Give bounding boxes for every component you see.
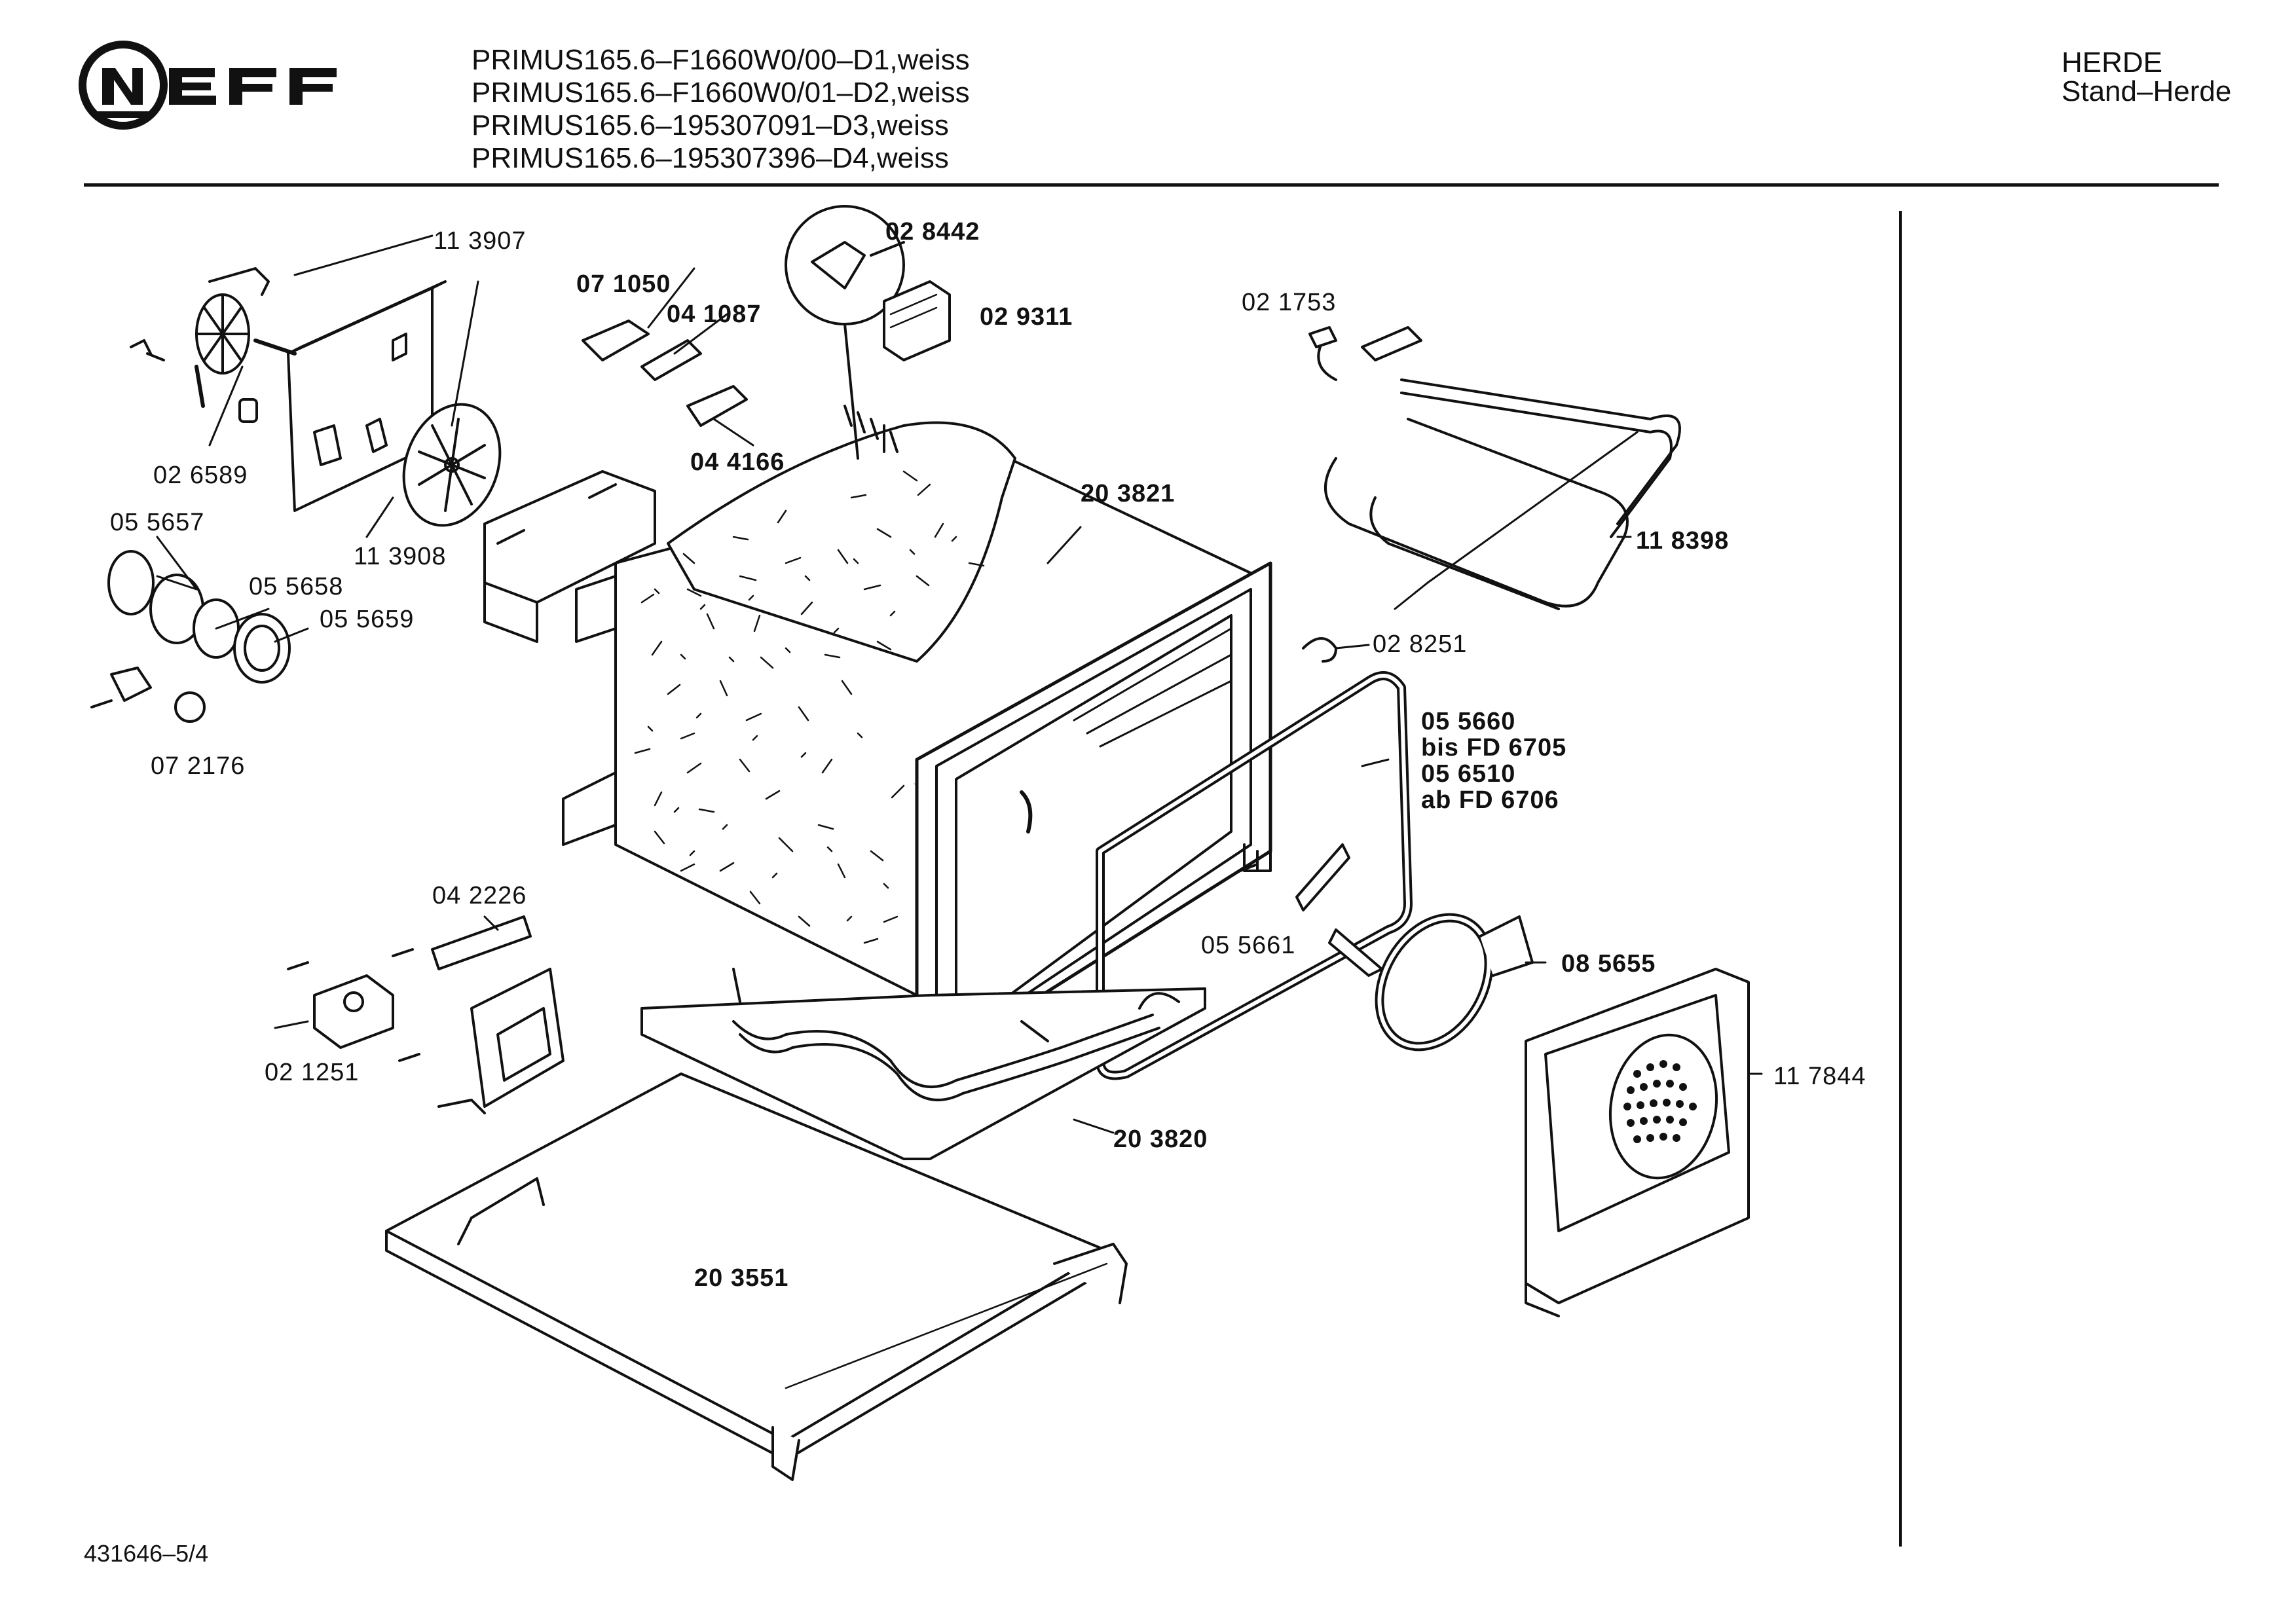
cavity-brackets — [562, 405, 898, 846]
part-028442: 02 8442 — [885, 218, 980, 246]
model-line-3: PRIMUS165.6–195307091–D3,weiss — [472, 109, 949, 141]
part-055660: 05 5660 — [1421, 708, 1516, 735]
thermostat-inset — [785, 205, 905, 460]
leader-lines — [156, 234, 1763, 1134]
part-041087: 04 1087 — [667, 301, 762, 328]
clip-part — [1302, 637, 1337, 663]
category-sublabel: Stand–Herde — [2062, 75, 2232, 107]
bracket-plate — [483, 470, 656, 643]
part-044166: 04 4166 — [690, 449, 785, 476]
part-021753: 02 1753 — [1242, 289, 1337, 316]
cavity-front-frame — [915, 561, 1272, 1095]
part-071050: 07 1050 — [576, 270, 671, 298]
part-055659: 05 5659 — [320, 606, 415, 633]
part-055658: 05 5658 — [249, 573, 344, 600]
oven-cavity — [614, 411, 1259, 997]
part-042226: 04 2226 — [432, 882, 527, 909]
part-072176: 07 2176 — [151, 752, 246, 780]
part-203821: 20 3821 — [1081, 480, 1176, 507]
part-203551: 20 3551 — [694, 1264, 789, 1292]
bottom-plate — [385, 1072, 1128, 1481]
connector-part — [1308, 326, 1337, 348]
door-seal — [1096, 671, 1413, 1080]
part-117844: 11 7844 — [1773, 1063, 1866, 1090]
fan-motor — [130, 267, 502, 527]
part-118398: 11 8398 — [1636, 527, 1730, 555]
rear-fan-cover — [1525, 968, 1750, 1317]
bottom-heater — [640, 968, 1206, 1160]
part-113907: 11 3907 — [434, 227, 527, 255]
top-heater — [1317, 326, 1681, 610]
part-028251: 02 8251 — [1373, 631, 1468, 658]
part-055661: 05 5661 — [1201, 932, 1296, 959]
neff-logo — [79, 41, 337, 130]
ring-heater — [1375, 913, 1534, 1052]
part-203820: 20 3820 — [1113, 1126, 1208, 1153]
document-id: 431646–5/4 — [84, 1540, 209, 1567]
model-line-1: PRIMUS165.6–F1660W0/00–D1,weiss — [472, 44, 970, 76]
hinge-part — [1295, 843, 1383, 977]
model-line-4: PRIMUS165.6–195307396–D4,weiss — [472, 142, 949, 174]
right-margin-rule — [1899, 211, 1902, 1547]
part-021251: 02 1251 — [265, 1059, 360, 1086]
control-bracket — [287, 915, 565, 1114]
transformer — [883, 280, 951, 361]
range-bis-fd: bis FD 6705 — [1421, 734, 1567, 761]
model-line-2: PRIMUS165.6–F1660W0/01–D2,weiss — [472, 77, 970, 109]
part-026589: 02 6589 — [153, 462, 248, 489]
part-029311: 02 9311 — [980, 303, 1073, 331]
header-rule — [84, 183, 2219, 187]
range-ab-fd: ab FD 6706 — [1421, 786, 1559, 814]
part-113908: 11 3908 — [354, 543, 447, 570]
part-056510: 05 6510 — [1421, 760, 1516, 788]
part-055657: 05 5657 — [110, 509, 205, 536]
category-label: HERDE — [2062, 46, 2163, 79]
part-085655: 08 5655 — [1561, 950, 1656, 978]
small-parts-top — [582, 320, 748, 427]
